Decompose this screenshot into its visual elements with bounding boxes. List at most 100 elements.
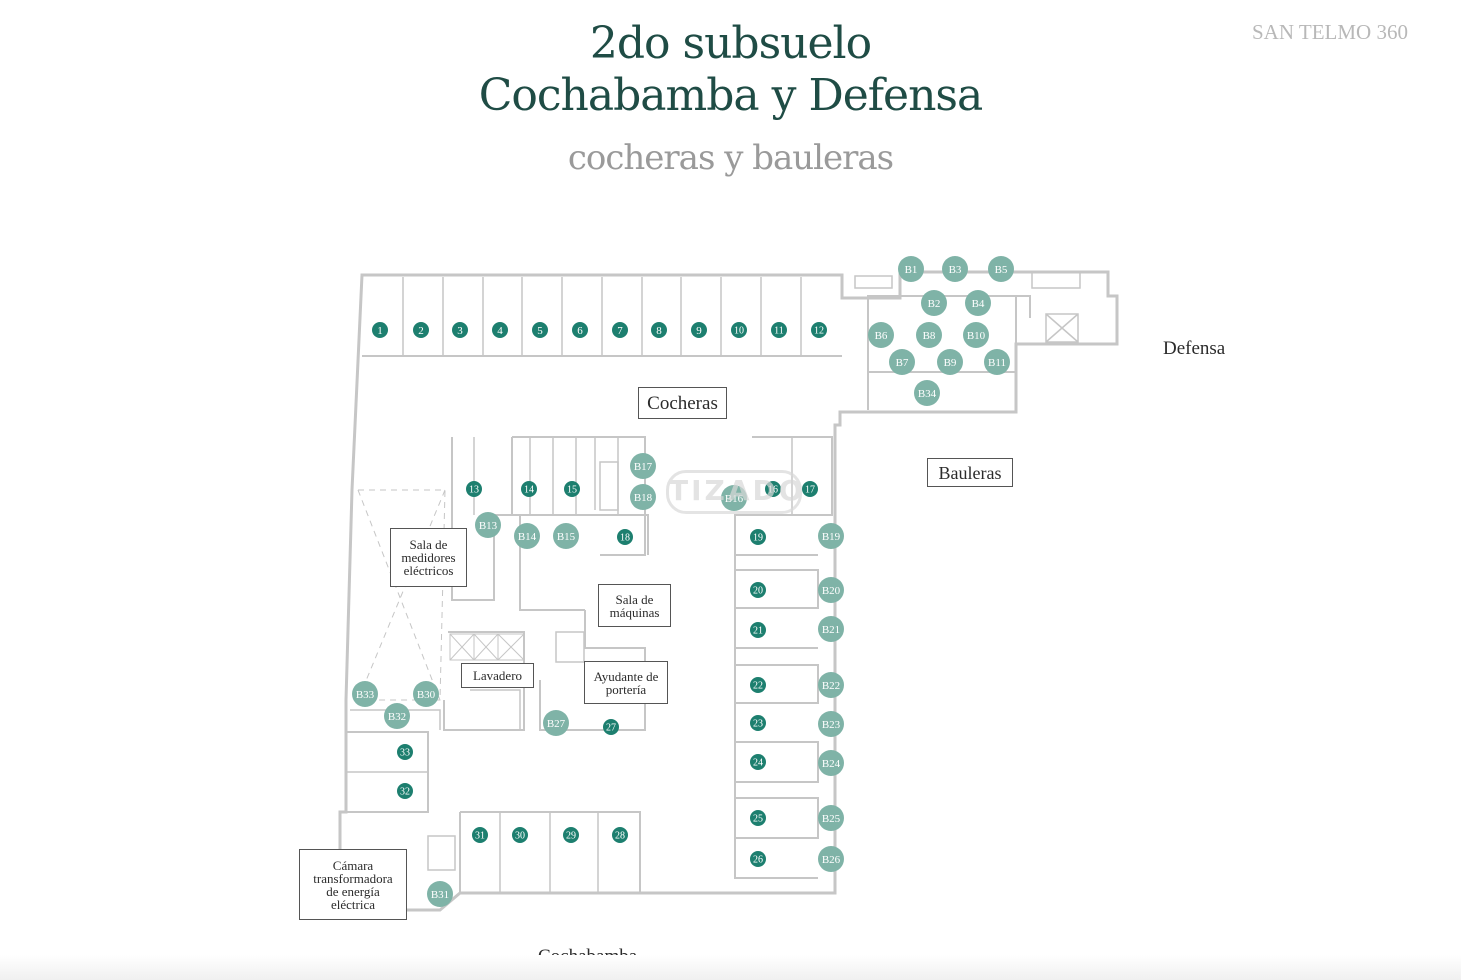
svg-text:13: 13 [469,485,479,496]
parking-space-13[interactable]: 13 [466,481,482,497]
storage-unit-b23[interactable]: B23 [818,711,844,737]
storage-unit-b7[interactable]: B7 [889,349,915,375]
svg-text:B9: B9 [944,357,957,369]
storage-unit-b21[interactable]: B21 [818,616,844,642]
label-cocheras: Cocheras [638,387,727,419]
storage-unit-b14[interactable]: B14 [514,523,540,549]
parking-space-6[interactable]: 6 [572,322,588,338]
parking-space-2[interactable]: 2 [413,322,429,338]
storage-unit-b19[interactable]: B19 [818,523,844,549]
svg-text:B10: B10 [967,330,986,342]
storage-unit-b26[interactable]: B26 [818,846,844,872]
parking-space-17[interactable]: 17 [802,481,818,497]
svg-text:B1: B1 [905,264,918,276]
parking-space-33[interactable]: 33 [397,744,413,760]
parking-space-22[interactable]: 22 [750,677,766,693]
parking-space-3[interactable]: 3 [452,322,468,338]
storage-unit-b1[interactable]: B1 [898,256,924,282]
svg-text:B24: B24 [822,758,841,770]
page-subtitle: cocheras y bauleras [567,138,894,178]
svg-text:B14: B14 [518,531,537,543]
storage-unit-b20[interactable]: B20 [818,577,844,603]
parking-space-8[interactable]: 8 [651,322,667,338]
svg-text:32: 32 [400,787,410,798]
storage-unit-b32[interactable]: B32 [384,703,410,729]
storage-unit-b15[interactable]: B15 [553,523,579,549]
storage-unit-b5[interactable]: B5 [988,256,1014,282]
svg-text:B27: B27 [547,718,566,730]
storage-unit-b2[interactable]: B2 [921,290,947,316]
svg-text:29: 29 [566,831,576,842]
storage-unit-b10[interactable]: B10 [963,322,989,348]
parking-space-21[interactable]: 21 [750,622,766,638]
page-title-line2: Cochabamba y Defensa [478,70,984,121]
page-title-line1: 2do subsuelo [589,18,872,69]
storage-unit-b33[interactable]: B33 [352,681,378,707]
storage-unit-b3[interactable]: B3 [942,256,968,282]
watermark-logo: TIZADO [666,470,803,514]
storage-unit-b22[interactable]: B22 [818,672,844,698]
parking-space-25[interactable]: 25 [750,810,766,826]
storage-unit-b11[interactable]: B11 [984,349,1010,375]
parking-space-5[interactable]: 5 [532,322,548,338]
brand-logo: SAN TELMO 360 [1252,20,1408,44]
parking-space-15[interactable]: 15 [564,481,580,497]
storage-unit-b34[interactable]: B34 [914,380,940,406]
storage-unit-b25[interactable]: B25 [818,805,844,831]
svg-text:B33: B33 [356,689,375,701]
svg-text:26: 26 [753,855,763,866]
parking-space-26[interactable]: 26 [750,851,766,867]
storage-unit-b30[interactable]: B30 [413,681,439,707]
svg-text:4: 4 [497,325,503,337]
parking-space-19[interactable]: 19 [750,529,766,545]
svg-text:B17: B17 [634,461,653,473]
bottom-edge [0,955,1461,980]
svg-text:16: 16 [768,485,778,496]
svg-text:28: 28 [615,831,625,842]
parking-space-27[interactable]: 27 [603,719,619,735]
parking-space-11[interactable]: 11 [771,322,787,338]
parking-space-12[interactable]: 12 [811,322,827,338]
parking-space-23[interactable]: 23 [750,715,766,731]
label-bauleras: Bauleras [927,458,1013,487]
storage-unit-b4[interactable]: B4 [965,290,991,316]
storage-unit-b31[interactable]: B31 [427,881,453,907]
svg-text:5: 5 [537,325,543,337]
parking-space-1[interactable]: 1 [372,322,388,338]
parking-space-32[interactable]: 32 [397,783,413,799]
svg-text:B13: B13 [479,520,498,532]
parking-space-30[interactable]: 30 [512,827,528,843]
storage-unit-b27[interactable]: B27 [543,710,569,736]
storage-unit-b18[interactable]: B18 [630,484,656,510]
svg-text:B18: B18 [634,492,653,504]
storage-unit-b16[interactable]: B16 [721,485,747,511]
parking-space-29[interactable]: 29 [563,827,579,843]
parking-space-4[interactable]: 4 [492,322,508,338]
storage-unit-b8[interactable]: B8 [916,322,942,348]
parking-space-28[interactable]: 28 [612,827,628,843]
svg-text:B32: B32 [388,711,406,723]
storage-unit-b24[interactable]: B24 [818,750,844,776]
svg-text:20: 20 [753,586,763,597]
parking-space-16[interactable]: 16 [765,481,781,497]
svg-text:B34: B34 [918,388,937,400]
parking-space-9[interactable]: 9 [691,322,707,338]
parking-space-7[interactable]: 7 [612,322,628,338]
svg-text:18: 18 [620,533,630,544]
parking-space-10[interactable]: 10 [731,322,747,338]
svg-text:B7: B7 [896,357,909,369]
storage-unit-b17[interactable]: B17 [630,453,656,479]
storage-unit-b6[interactable]: B6 [868,322,894,348]
parking-space-20[interactable]: 20 [750,582,766,598]
storage-unit-b9[interactable]: B9 [937,349,963,375]
svg-text:B20: B20 [822,585,841,597]
parking-space-24[interactable]: 24 [750,754,766,770]
svg-text:25: 25 [753,814,763,825]
parking-space-18[interactable]: 18 [617,529,633,545]
parking-space-14[interactable]: 14 [521,481,537,497]
parking-space-31[interactable]: 31 [472,827,488,843]
label-sala-maquinas: Sala de máquinas [598,584,671,627]
storage-unit-b13[interactable]: B13 [475,512,501,538]
svg-text:27: 27 [606,723,616,734]
